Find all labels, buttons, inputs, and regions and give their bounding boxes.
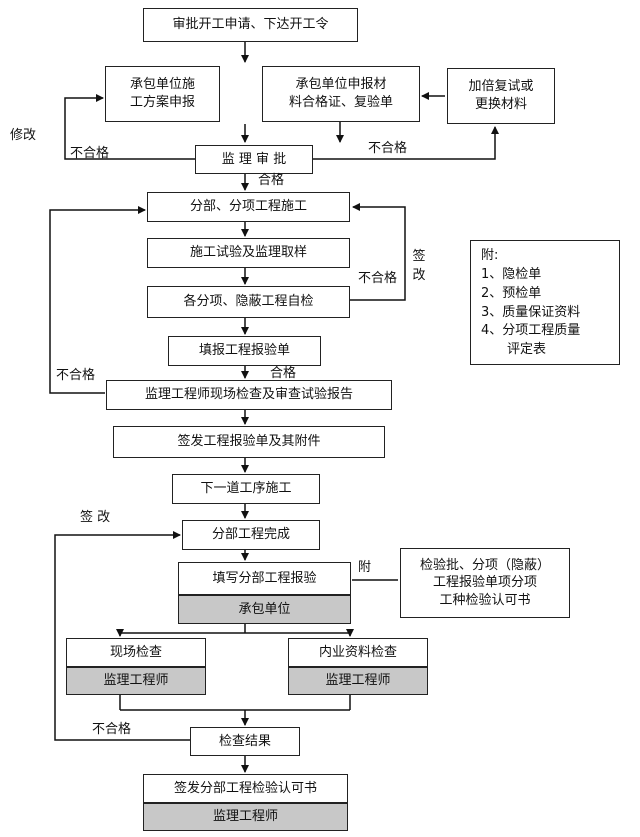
fill-division-report-box: 填写分部工程报验 xyxy=(178,562,351,595)
subproject-construction-box: 分部、分项工程施工 xyxy=(147,192,350,222)
notes-box: 附: 1、隐检单 2、预检单 3、质量保证资料 4、分项工程质量 评定表 xyxy=(470,240,620,365)
document-check-box: 内业资料检查 xyxy=(288,638,428,667)
qualified-label: 合格 xyxy=(258,173,285,188)
self-inspection-box: 各分项、隐蔽工程自检 xyxy=(147,286,350,318)
unqualified-label: 不合格 xyxy=(70,146,110,161)
site-check-box: 监理工程师现场检查及审查试验报告 xyxy=(106,380,392,410)
notes-item: 4、分项工程质量 xyxy=(481,323,581,339)
next-process-box: 下一道工序施工 xyxy=(172,474,320,504)
division-complete-box: 分部工程完成 xyxy=(182,520,320,550)
attachment-box: 检验批、分项（隐蔽） 工程报验单项分项 工种检验认可书 xyxy=(400,548,570,618)
approve-start-box: 审批开工申请、下达开工令 xyxy=(143,8,358,42)
attach-label: 附 xyxy=(358,560,372,575)
retest-box: 加倍复试或 更换材料 xyxy=(447,68,555,124)
materials-report-box: 承包单位申报材 料合格证、复验单 xyxy=(262,66,420,122)
final-engineer-box: 监理工程师 xyxy=(143,803,348,831)
qualified-label: 合格 xyxy=(270,366,297,381)
fill-report-box: 填报工程报验单 xyxy=(168,336,321,366)
sign-modify-vertical-label: 签 改 xyxy=(412,249,426,283)
unqualified-label: 不合格 xyxy=(56,368,96,383)
notes-item: 3、质量保证资料 xyxy=(481,304,581,320)
notes-item: 2、预检单 xyxy=(481,285,542,301)
modify-label: 修改 xyxy=(10,128,37,143)
notes-item: 评定表 xyxy=(507,342,547,358)
unqualified-label: 不合格 xyxy=(358,271,398,286)
unqualified-label: 不合格 xyxy=(368,141,408,156)
supervision-approval-box: 监 理 审 批 xyxy=(195,145,313,174)
sign-permit-box: 签发分部工程检验认可书 xyxy=(143,774,348,803)
document-engineer-box: 监理工程师 xyxy=(288,667,428,695)
notes-title: 附: xyxy=(481,248,499,263)
contractor-plan-box: 承包单位施 工方案申报 xyxy=(105,66,220,122)
field-check-box: 现场检查 xyxy=(66,638,206,667)
unqualified-label: 不合格 xyxy=(92,722,132,737)
sign-report-box: 签发工程报验单及其附件 xyxy=(113,426,385,458)
sign-modify-label: 签 改 xyxy=(80,510,111,525)
contractor-unit-box: 承包单位 xyxy=(178,595,351,624)
check-result-box: 检查结果 xyxy=(190,727,300,756)
notes-item: 1、隐检单 xyxy=(481,266,542,282)
test-sampling-box: 施工试验及监理取样 xyxy=(147,238,350,268)
field-engineer-box: 监理工程师 xyxy=(66,667,206,695)
